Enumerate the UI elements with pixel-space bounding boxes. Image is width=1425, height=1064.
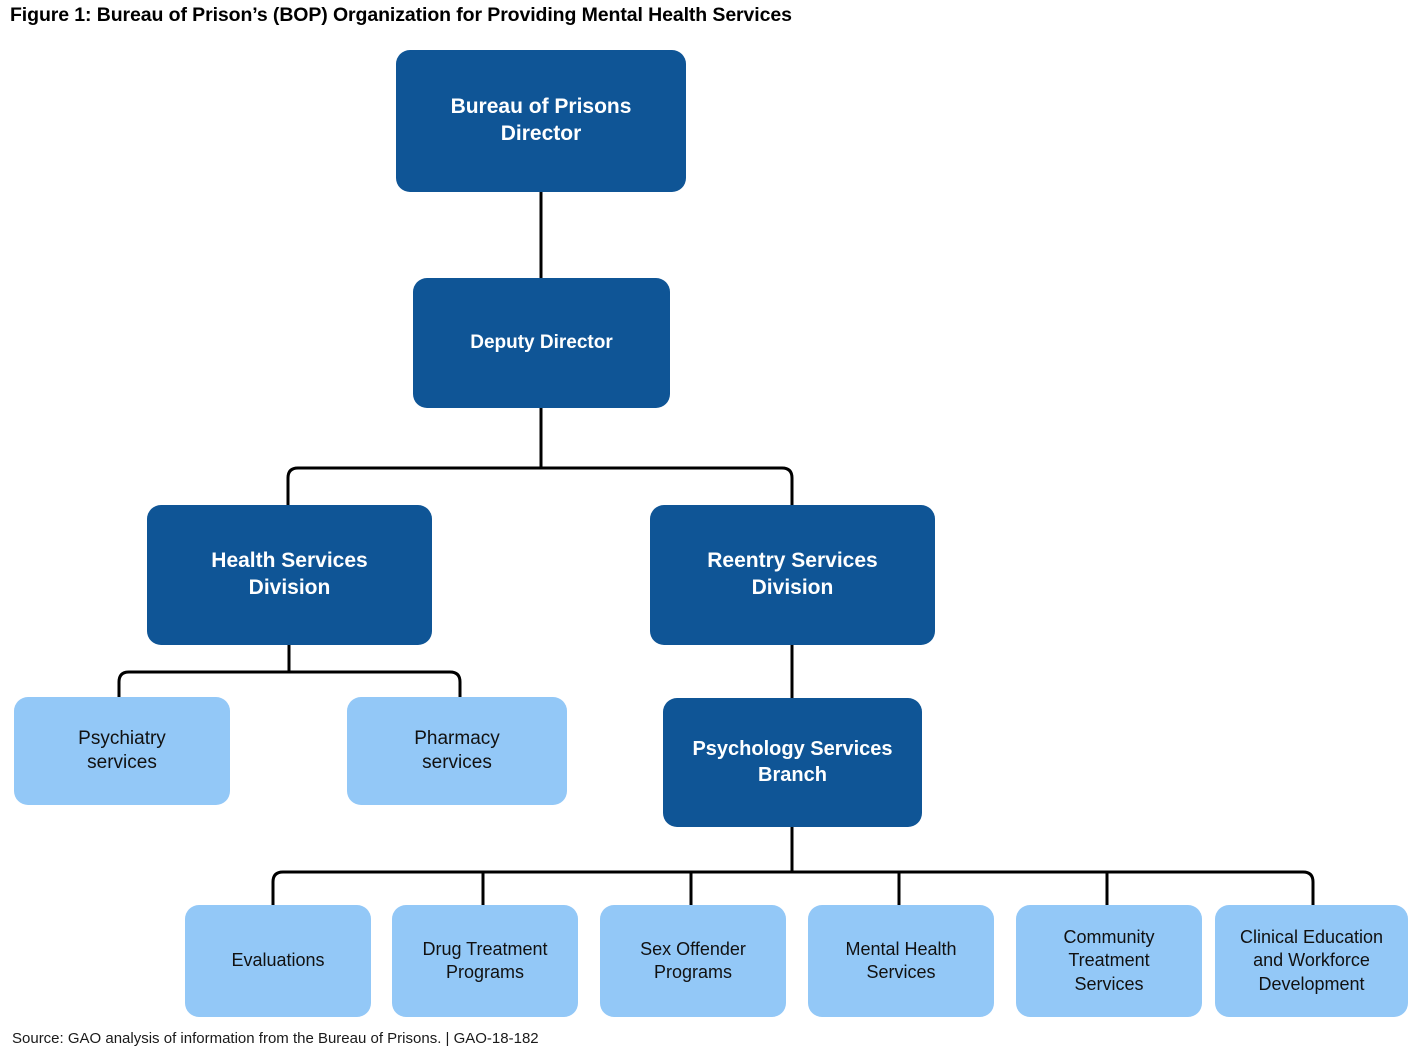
edge-health-services-to-psychiatry xyxy=(117,670,289,697)
node-clinical-education-and-workforce-development[interactable]: Clinical Education and Workforce Develop… xyxy=(1215,905,1408,1017)
source-note: Source: GAO analysis of information from… xyxy=(12,1030,539,1047)
node-health-services-division[interactable]: Health Services Division xyxy=(147,505,432,645)
node-evaluations-label: Evaluations xyxy=(231,950,325,971)
node-psychology-services-branch[interactable]: Psychology Services Branch xyxy=(663,698,922,827)
figure-title: Figure 1: Bureau of Prison’s (BOP) Organ… xyxy=(10,4,792,26)
node-bop-director[interactable]: Bureau of Prisons Director xyxy=(396,50,686,192)
edge-psychology-to-clinical-education xyxy=(792,870,1315,905)
node-reentry-services-division-label: Reentry Services Division xyxy=(707,549,878,599)
node-deputy-director[interactable]: Deputy Director xyxy=(413,278,670,408)
node-community-treatment-services-label: Community Treatment Services xyxy=(1063,927,1155,994)
node-health-services-division-label: Health Services Division xyxy=(211,549,368,599)
node-drug-treatment-programs[interactable]: Drug Treatment Programs xyxy=(392,905,578,1017)
node-deputy-director-label: Deputy Director xyxy=(470,331,613,353)
node-mental-health-services-label: Mental Health Services xyxy=(845,938,957,982)
node-evaluations[interactable]: Evaluations xyxy=(185,905,371,1017)
node-mental-health-services[interactable]: Mental Health Services xyxy=(808,905,994,1017)
node-pharmacy-services-label: Pharmacy services xyxy=(414,727,500,773)
node-clinical-education-and-workforce-development-label: Clinical Education and Workforce Develop… xyxy=(1239,927,1384,994)
node-psychiatry-services-label: Psychiatry services xyxy=(78,727,166,773)
node-drug-treatment-programs-label: Drug Treatment Programs xyxy=(422,938,548,982)
node-psychiatry-services[interactable]: Psychiatry services xyxy=(14,697,230,805)
node-pharmacy-services[interactable]: Pharmacy services xyxy=(347,697,567,805)
edge-health-services-to-pharmacy xyxy=(289,670,462,697)
node-sex-offender-programs[interactable]: Sex Offender Programs xyxy=(600,905,786,1017)
node-bop-director-label: Bureau of Prisons Director xyxy=(450,95,632,145)
edge-psychology-to-evaluations xyxy=(271,870,792,905)
node-psychology-services-branch-label: Psychology Services Branch xyxy=(692,737,893,786)
node-community-treatment-services[interactable]: Community Treatment Services xyxy=(1016,905,1202,1017)
edge-deputy-to-health-services xyxy=(286,466,541,505)
node-reentry-services-division[interactable]: Reentry Services Division xyxy=(650,505,935,645)
node-sex-offender-programs-label: Sex Offender Programs xyxy=(640,938,746,982)
edge-deputy-to-reentry-services xyxy=(541,466,794,505)
